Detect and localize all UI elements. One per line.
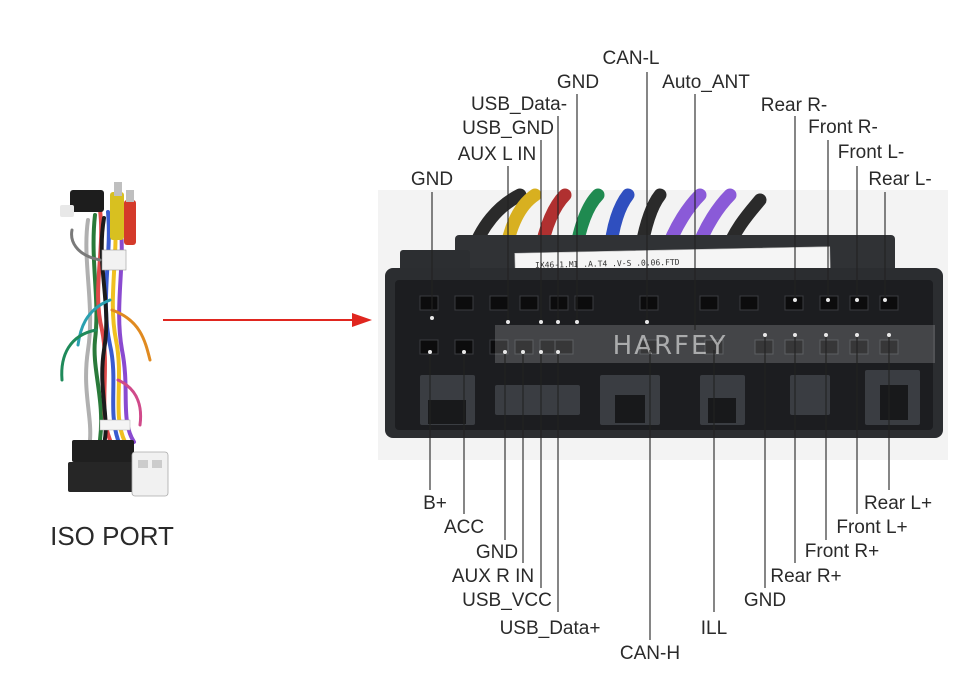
pin-label-aux-l-in: AUX L IN [458, 144, 537, 165]
pin-label-b-plus: B+ [423, 493, 447, 514]
iso-harness-photo [60, 182, 169, 497]
pin-label-front-l-minus: Front L- [838, 142, 905, 163]
pin-label-auto-ant: Auto_ANT [662, 72, 750, 93]
pin-label-rear-r-minus: Rear R- [761, 95, 828, 116]
pin-label-gnd: GND [411, 169, 453, 190]
pin-label-gnd: GND [557, 72, 599, 93]
pin-label-can-l: CAN-L [602, 48, 659, 69]
watermark-text: HARFEY [613, 331, 728, 361]
pin-label-front-r-minus: Front R- [808, 117, 878, 138]
pin-label-usb-data-minus: USB_Data- [471, 94, 567, 115]
pin-label-rear-l-minus: Rear L- [868, 169, 931, 190]
pin-label-usb-gnd: USB_GND [462, 118, 554, 139]
arrow-icon [163, 313, 372, 327]
pin-label-rear-r-plus: Rear R+ [770, 566, 841, 587]
pin-label-acc: ACC [444, 517, 484, 538]
top-pin-labels: CAN-L GND Auto_ANT USB_Data- Rear R- USB… [411, 48, 932, 190]
pin-label-aux-r-in: AUX R IN [452, 566, 534, 587]
sticker-text: IX46-1.MI .A.T4 .V-S .0.06.FTD [535, 258, 680, 270]
pin-label-ill: ILL [701, 618, 727, 639]
pin-label-front-l-plus: Front L+ [836, 517, 907, 538]
bottom-pin-labels: B+ Rear L+ ACC Front L+ GND Front R+ AUX… [423, 493, 932, 664]
pin-label-usb-vcc: USB_VCC [462, 590, 552, 611]
pin-label-can-h: CAN-H [620, 643, 680, 664]
iso-port-title: ISO PORT [50, 521, 174, 551]
pin-label-rear-l-plus: Rear L+ [864, 493, 932, 514]
pin-label-usb-data-plus: USB_Data+ [500, 618, 601, 639]
pin-leaders [428, 72, 891, 640]
pin-label-gnd: GND [476, 542, 518, 563]
pin-label-front-r-plus: Front R+ [805, 541, 879, 562]
connector-illustration: IX46-1.MI .A.T4 .V-S .0.06.FTD [378, 188, 948, 460]
pin-label-gnd: GND [744, 590, 786, 611]
